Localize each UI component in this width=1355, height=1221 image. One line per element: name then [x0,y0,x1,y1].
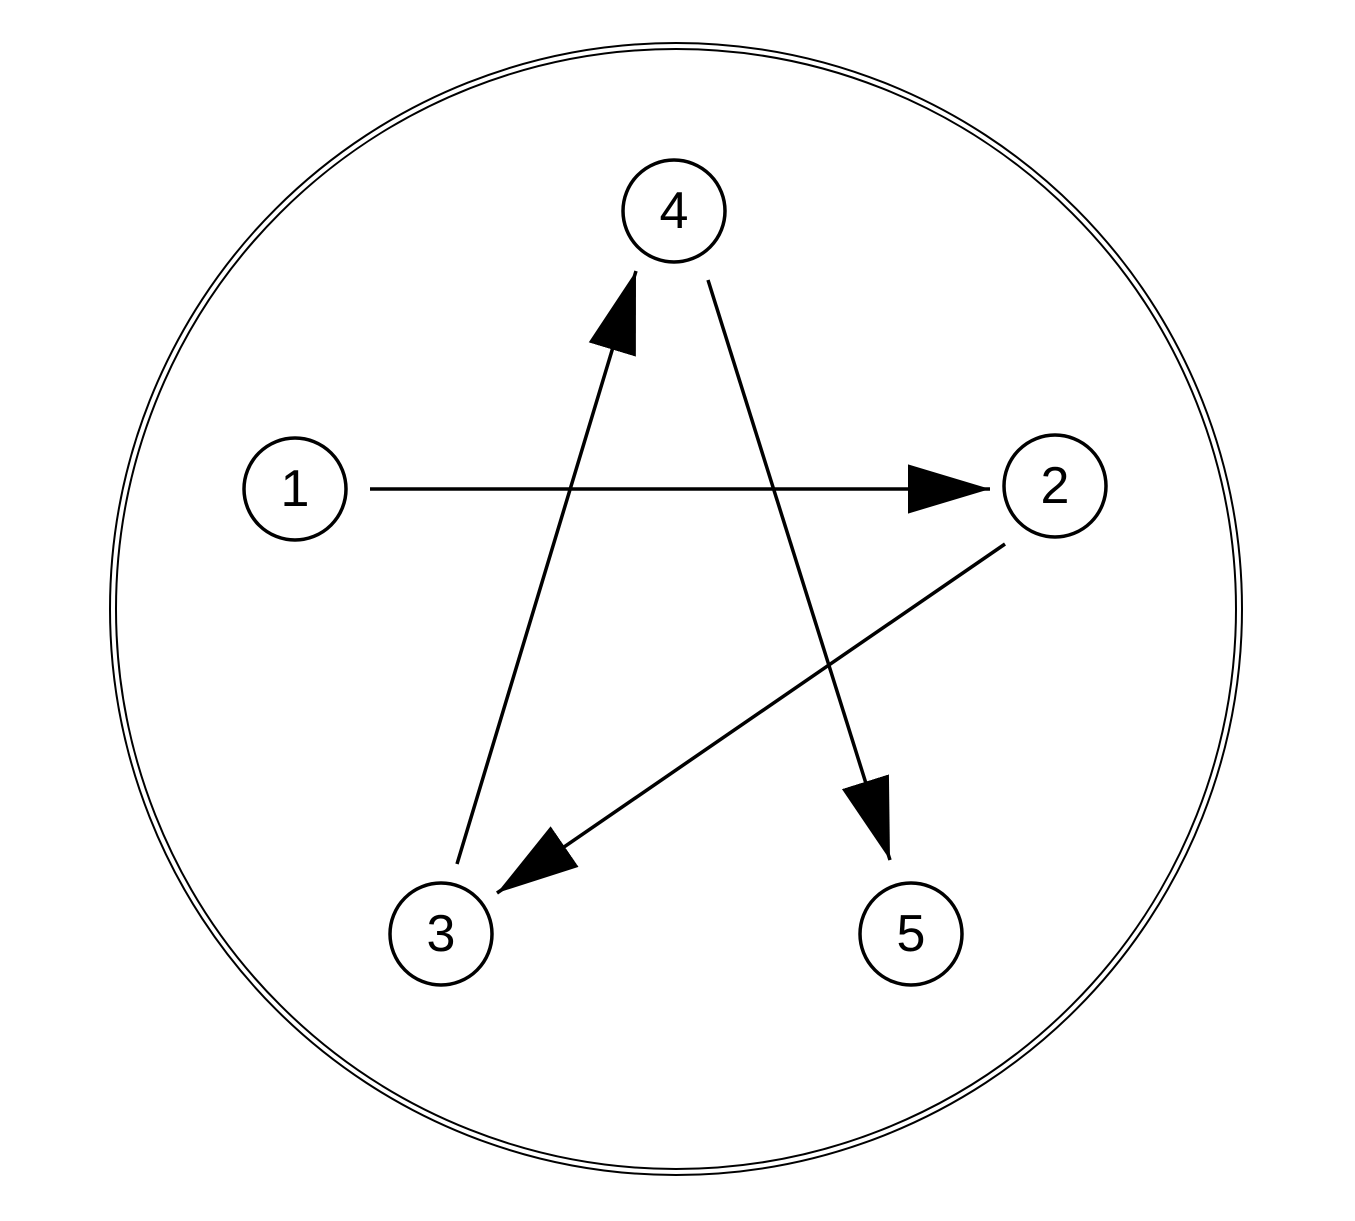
node-2-label: 2 [1041,457,1070,515]
node-4: 4 [621,158,727,264]
arrow-3-to-4 [455,270,638,865]
node-2: 2 [1002,433,1108,539]
node-3-label: 3 [427,905,456,963]
node-1: 1 [242,436,348,542]
node-4-label: 4 [660,182,689,240]
node-1-label: 1 [281,460,310,518]
node-5: 5 [858,881,964,987]
node-5-label: 5 [897,905,926,963]
arrow-2-to-3 [496,542,1006,895]
sequence-arrows [370,270,1006,895]
outer-ring [109,42,1243,1176]
node-3: 3 [388,881,494,987]
arrow-4-to-5 [706,279,892,861]
